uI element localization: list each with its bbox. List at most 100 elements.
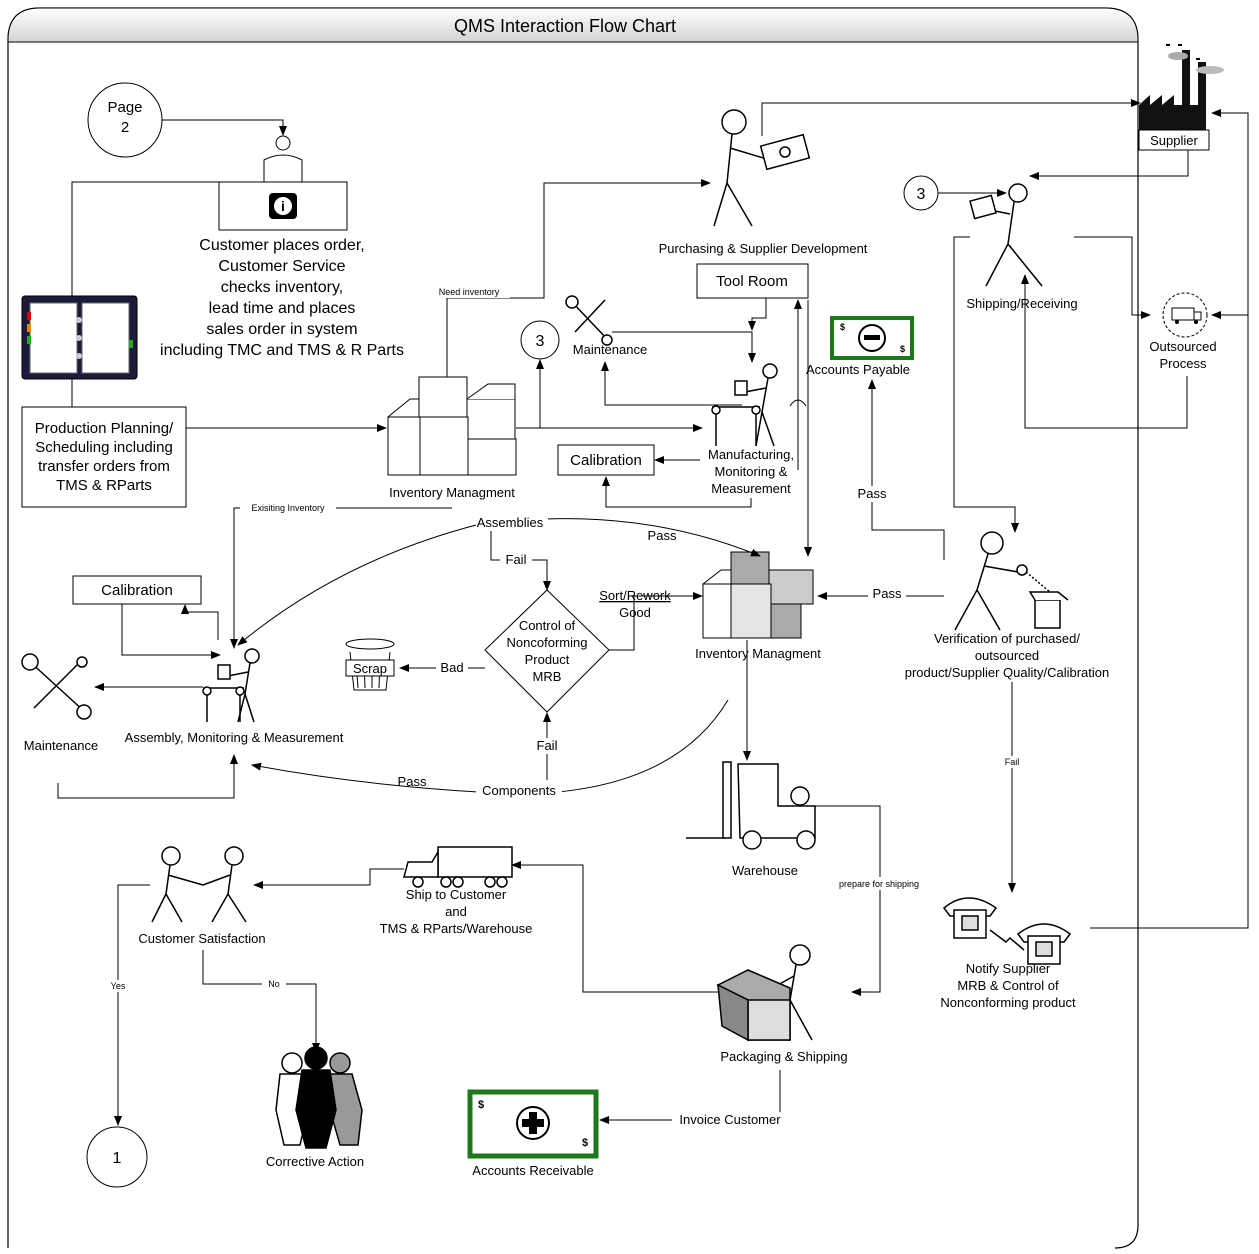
ncr-decision-diamond: Control of Noncoforming Product MRB <box>484 589 610 713</box>
label-prepare-shipping: prepare for shipping <box>839 879 919 889</box>
arrow-notify-to-supplier <box>1090 109 1249 929</box>
label-existing-inventory: Exisiting Inventory <box>251 503 325 513</box>
svg-text:Calibration: Calibration <box>101 582 173 599</box>
svg-text:Customer Service: Customer Service <box>218 258 345 275</box>
svg-text:Supplier: Supplier <box>1150 133 1198 148</box>
arrow-calib-loop <box>602 476 752 508</box>
label-pass-assemblies: Pass <box>648 528 677 543</box>
arrow-supplier-to-shipping <box>1029 150 1189 180</box>
svg-text:MRB & Control of: MRB & Control of <box>957 978 1059 993</box>
arrow-ncr-good <box>609 592 703 651</box>
label-yes: Yes <box>111 981 126 991</box>
accounts-payable-icon: $ $ <box>830 316 914 360</box>
svg-text:Verification of purchased/: Verification of purchased/ <box>934 631 1080 646</box>
arrow-ship-to-satisfaction <box>253 868 404 889</box>
svg-text:TMS & RParts/Warehouse: TMS & RParts/Warehouse <box>380 921 533 936</box>
svg-text:Tool Room: Tool Room <box>716 273 788 290</box>
arrow-calib-to-assembly <box>121 604 221 659</box>
maintenance-top-label: Maintenance <box>573 342 647 357</box>
inventory-mid-icon <box>702 551 814 639</box>
arrow-warehouse-to-packaging <box>815 805 881 996</box>
production-planning-box: Production Planning/ Scheduling includin… <box>21 406 187 508</box>
svg-text:Ship to Customer: Ship to Customer <box>406 887 507 902</box>
svg-text:Monitoring &: Monitoring & <box>715 464 788 479</box>
warehouse-forklift-icon <box>686 761 816 850</box>
manufacturing-icon <box>711 363 778 447</box>
notify-supplier-phones-icon <box>942 897 1072 965</box>
svg-text:Control of: Control of <box>519 618 576 633</box>
scrap-bin-icon <box>345 638 395 691</box>
arrow-components-to-assembly <box>251 762 479 793</box>
label-fail-verify: Fail <box>1005 757 1020 767</box>
svg-text:Production Planning/: Production Planning/ <box>35 420 174 437</box>
assembly-label: Assembly, Monitoring & Measurement <box>125 730 344 745</box>
arrow-purchasing-to-supplier <box>761 99 1141 136</box>
calibration-left-box: Calibration <box>72 575 202 605</box>
maintenance-top-icon <box>565 295 613 346</box>
connector-3-mid: 3 <box>520 320 560 360</box>
svg-text:Noncoforming: Noncoforming <box>507 635 588 650</box>
connector-1: 1 <box>86 1126 148 1188</box>
line-hop <box>789 399 807 407</box>
svg-text:including TMC and TMS & R Part: including TMC and TMS & R Parts <box>160 342 404 359</box>
inventory-mid-label: Inventory Managment <box>695 646 821 661</box>
page2-connector: Page 2 <box>87 82 163 158</box>
label-sort-rework: Sort/Rework <box>599 588 671 603</box>
arrow-yes-to-1 <box>114 884 150 1126</box>
verification-icon <box>954 531 1069 631</box>
label-pass-verify: Pass <box>873 586 902 601</box>
customer-service-icon: i <box>218 135 348 231</box>
arrow-need-inventory <box>446 179 711 377</box>
packaging-icon <box>716 944 813 1042</box>
label-no: No <box>268 979 280 989</box>
svg-text:Scheduling including: Scheduling including <box>35 439 173 456</box>
arrow-assemblies-to-assembly <box>237 523 481 646</box>
svg-text:transfer orders from: transfer orders from <box>38 458 170 475</box>
svg-text:i: i <box>281 198 285 214</box>
shipping-receiving-label: Shipping/Receiving <box>966 296 1077 311</box>
arrow-verify-to-ap <box>868 379 945 560</box>
label-bad: Bad <box>440 660 463 675</box>
svg-text:$: $ <box>900 344 905 354</box>
svg-text:Nonconforming product: Nonconforming product <box>940 995 1076 1010</box>
manufacturing-label: Manufacturing, Monitoring & Measurement <box>708 447 794 496</box>
label-need-inventory: Need inventory <box>439 287 500 297</box>
connector-3-right: 3 <box>903 175 939 211</box>
svg-text:3: 3 <box>536 333 545 350</box>
label-good: Good <box>619 605 651 620</box>
label-fail-bottom: Fail <box>537 738 558 753</box>
outsourced-process-icon <box>1162 292 1208 338</box>
svg-text:Customer places order,: Customer places order, <box>199 237 364 254</box>
label-assemblies: Assemblies <box>477 515 544 530</box>
arrow-page2-to-cs <box>162 119 287 136</box>
svg-text:2: 2 <box>121 119 129 136</box>
packaging-label: Packaging & Shipping <box>720 1049 847 1064</box>
line-maint-to-mfg <box>612 331 756 363</box>
customer-order-text: Customer places order, Customer Service … <box>160 237 404 359</box>
scrap-label: Scrap <box>353 661 387 676</box>
shipping-receiving-icon <box>969 183 1043 287</box>
accounts-receivable-label: Accounts Receivable <box>472 1163 593 1178</box>
chart-title: QMS Interaction Flow Chart <box>454 16 676 36</box>
arrow-shipping-to-verify <box>953 236 1019 533</box>
svg-text:MRB: MRB <box>533 669 562 684</box>
svg-text:lead time and places: lead time and places <box>209 300 356 317</box>
truck-icon <box>403 846 513 888</box>
svg-text:Process: Process <box>1160 356 1207 371</box>
svg-text:$: $ <box>840 322 845 332</box>
arrow-packaging-to-ship <box>511 861 718 993</box>
supplier-factory-icon <box>1139 44 1224 130</box>
svg-text:$: $ <box>582 1137 588 1149</box>
svg-text:$: $ <box>478 1099 484 1111</box>
svg-text:3: 3 <box>917 186 926 203</box>
label-fail-top: Fail <box>506 552 527 567</box>
ship-to-customer-label: Ship to Customer and TMS & RParts/Wareho… <box>380 887 533 936</box>
customer-satisfaction-label: Customer Satisfaction <box>138 931 265 946</box>
svg-text:outsourced: outsourced <box>975 648 1039 663</box>
svg-text:Notify Supplier: Notify Supplier <box>966 961 1051 976</box>
corrective-action-label: Corrective Action <box>266 1154 364 1169</box>
label-pass-components: Pass <box>398 774 427 789</box>
arrow-toolroom-to-mfg <box>748 298 767 331</box>
purchasing-icon <box>713 109 811 227</box>
